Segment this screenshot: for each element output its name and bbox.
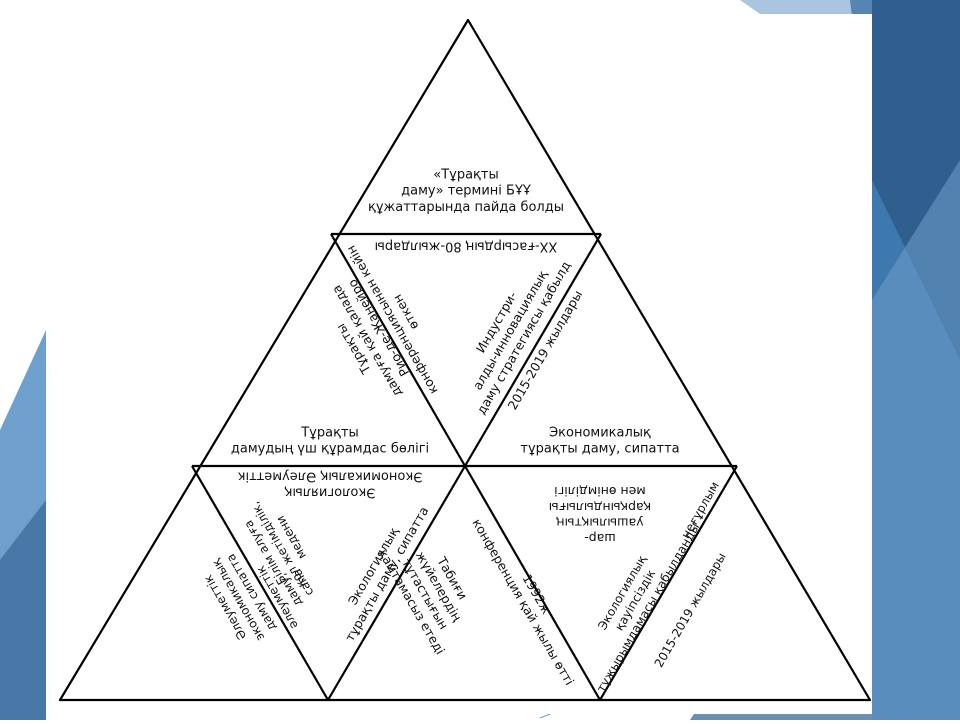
label-line: Экономикалық Әлеуметтік <box>238 468 423 483</box>
label-top-bottom-edge: ХХ-ғасырдың 80-жылдары <box>375 239 558 254</box>
label-line: мен өнімділігі <box>554 484 646 499</box>
lower-right-diagonal <box>599 465 738 701</box>
label-line: Экологиялық <box>285 485 376 500</box>
lower-mid-right <box>464 465 601 701</box>
label-line: тұрақты даму, сипатта <box>520 442 679 457</box>
lower-mid-left <box>327 465 466 701</box>
triangle-lines <box>58 18 872 702</box>
outer-triangle <box>58 18 872 702</box>
inner-right-diagonal <box>464 233 602 467</box>
inner-left-diagonal <box>330 233 466 467</box>
decor-left-bar-dark <box>0 500 46 720</box>
label-line: уашылықтың <box>556 515 644 530</box>
label-left-top-edge: Тұрақты дамудың үш құрамдас бөлігі <box>231 425 429 456</box>
label-line: дамудың үш құрамдас бөлігі <box>231 442 429 457</box>
label-line: даму» термині БҰҰ <box>401 184 531 199</box>
label-line: шар- <box>584 531 616 546</box>
label-line: «Тұрақты <box>433 167 499 182</box>
lower-left-diagonal <box>191 465 329 701</box>
decor-right-light <box>872 160 960 720</box>
label-right-top-edge: Экономикалық тұрақты даму, сипатта <box>520 425 679 456</box>
label-left-inner-top: Экологиялық Экономикалық Әлеуметтік <box>238 468 423 499</box>
label-line: Экономикалық <box>549 425 651 440</box>
label-line: ХХ-ғасырдың 80-жылдары <box>375 239 558 254</box>
label-line: Тұрақты <box>300 425 359 440</box>
label-line: құжаттарында пайда болды <box>368 200 564 215</box>
label-line: қарқындылығы <box>549 500 651 515</box>
content-area <box>57 14 872 714</box>
label-right-inner-top: шар-уашылықтыңқарқындылығымен өнімділігі <box>549 484 651 546</box>
decor-top-strip <box>740 0 872 14</box>
